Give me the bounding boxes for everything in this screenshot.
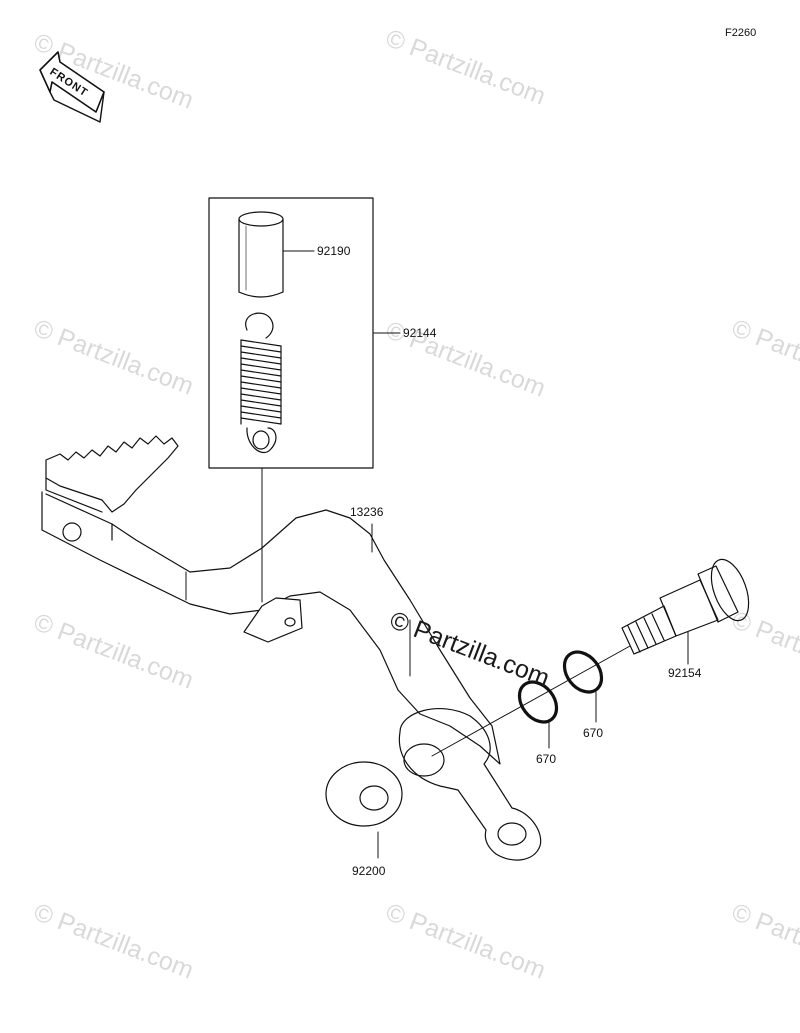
spring-group-box xyxy=(208,197,374,469)
part-number-brake-pedal[interactable]: 13236 xyxy=(350,505,384,519)
part-number-spring[interactable]: 92144 xyxy=(403,326,437,340)
washer-icon xyxy=(325,761,403,827)
figure-code: F2260 xyxy=(725,27,757,39)
part-number-o-ring-outer[interactable]: 670 xyxy=(583,726,604,740)
spring-icon xyxy=(240,312,282,454)
o-ring-icon xyxy=(517,650,604,724)
front-arrow-icon xyxy=(39,51,105,123)
bolt-icon xyxy=(621,558,750,655)
part-number-o-ring-inner[interactable]: 670 xyxy=(536,752,557,766)
part-number-collar[interactable]: 92190 xyxy=(317,244,351,258)
collar-icon xyxy=(238,211,284,298)
leader-lines xyxy=(261,250,689,859)
part-number-bolt[interactable]: 92154 xyxy=(668,666,702,680)
part-number-washer[interactable]: 92200 xyxy=(352,864,386,878)
brake-pedal-icon xyxy=(41,435,542,861)
